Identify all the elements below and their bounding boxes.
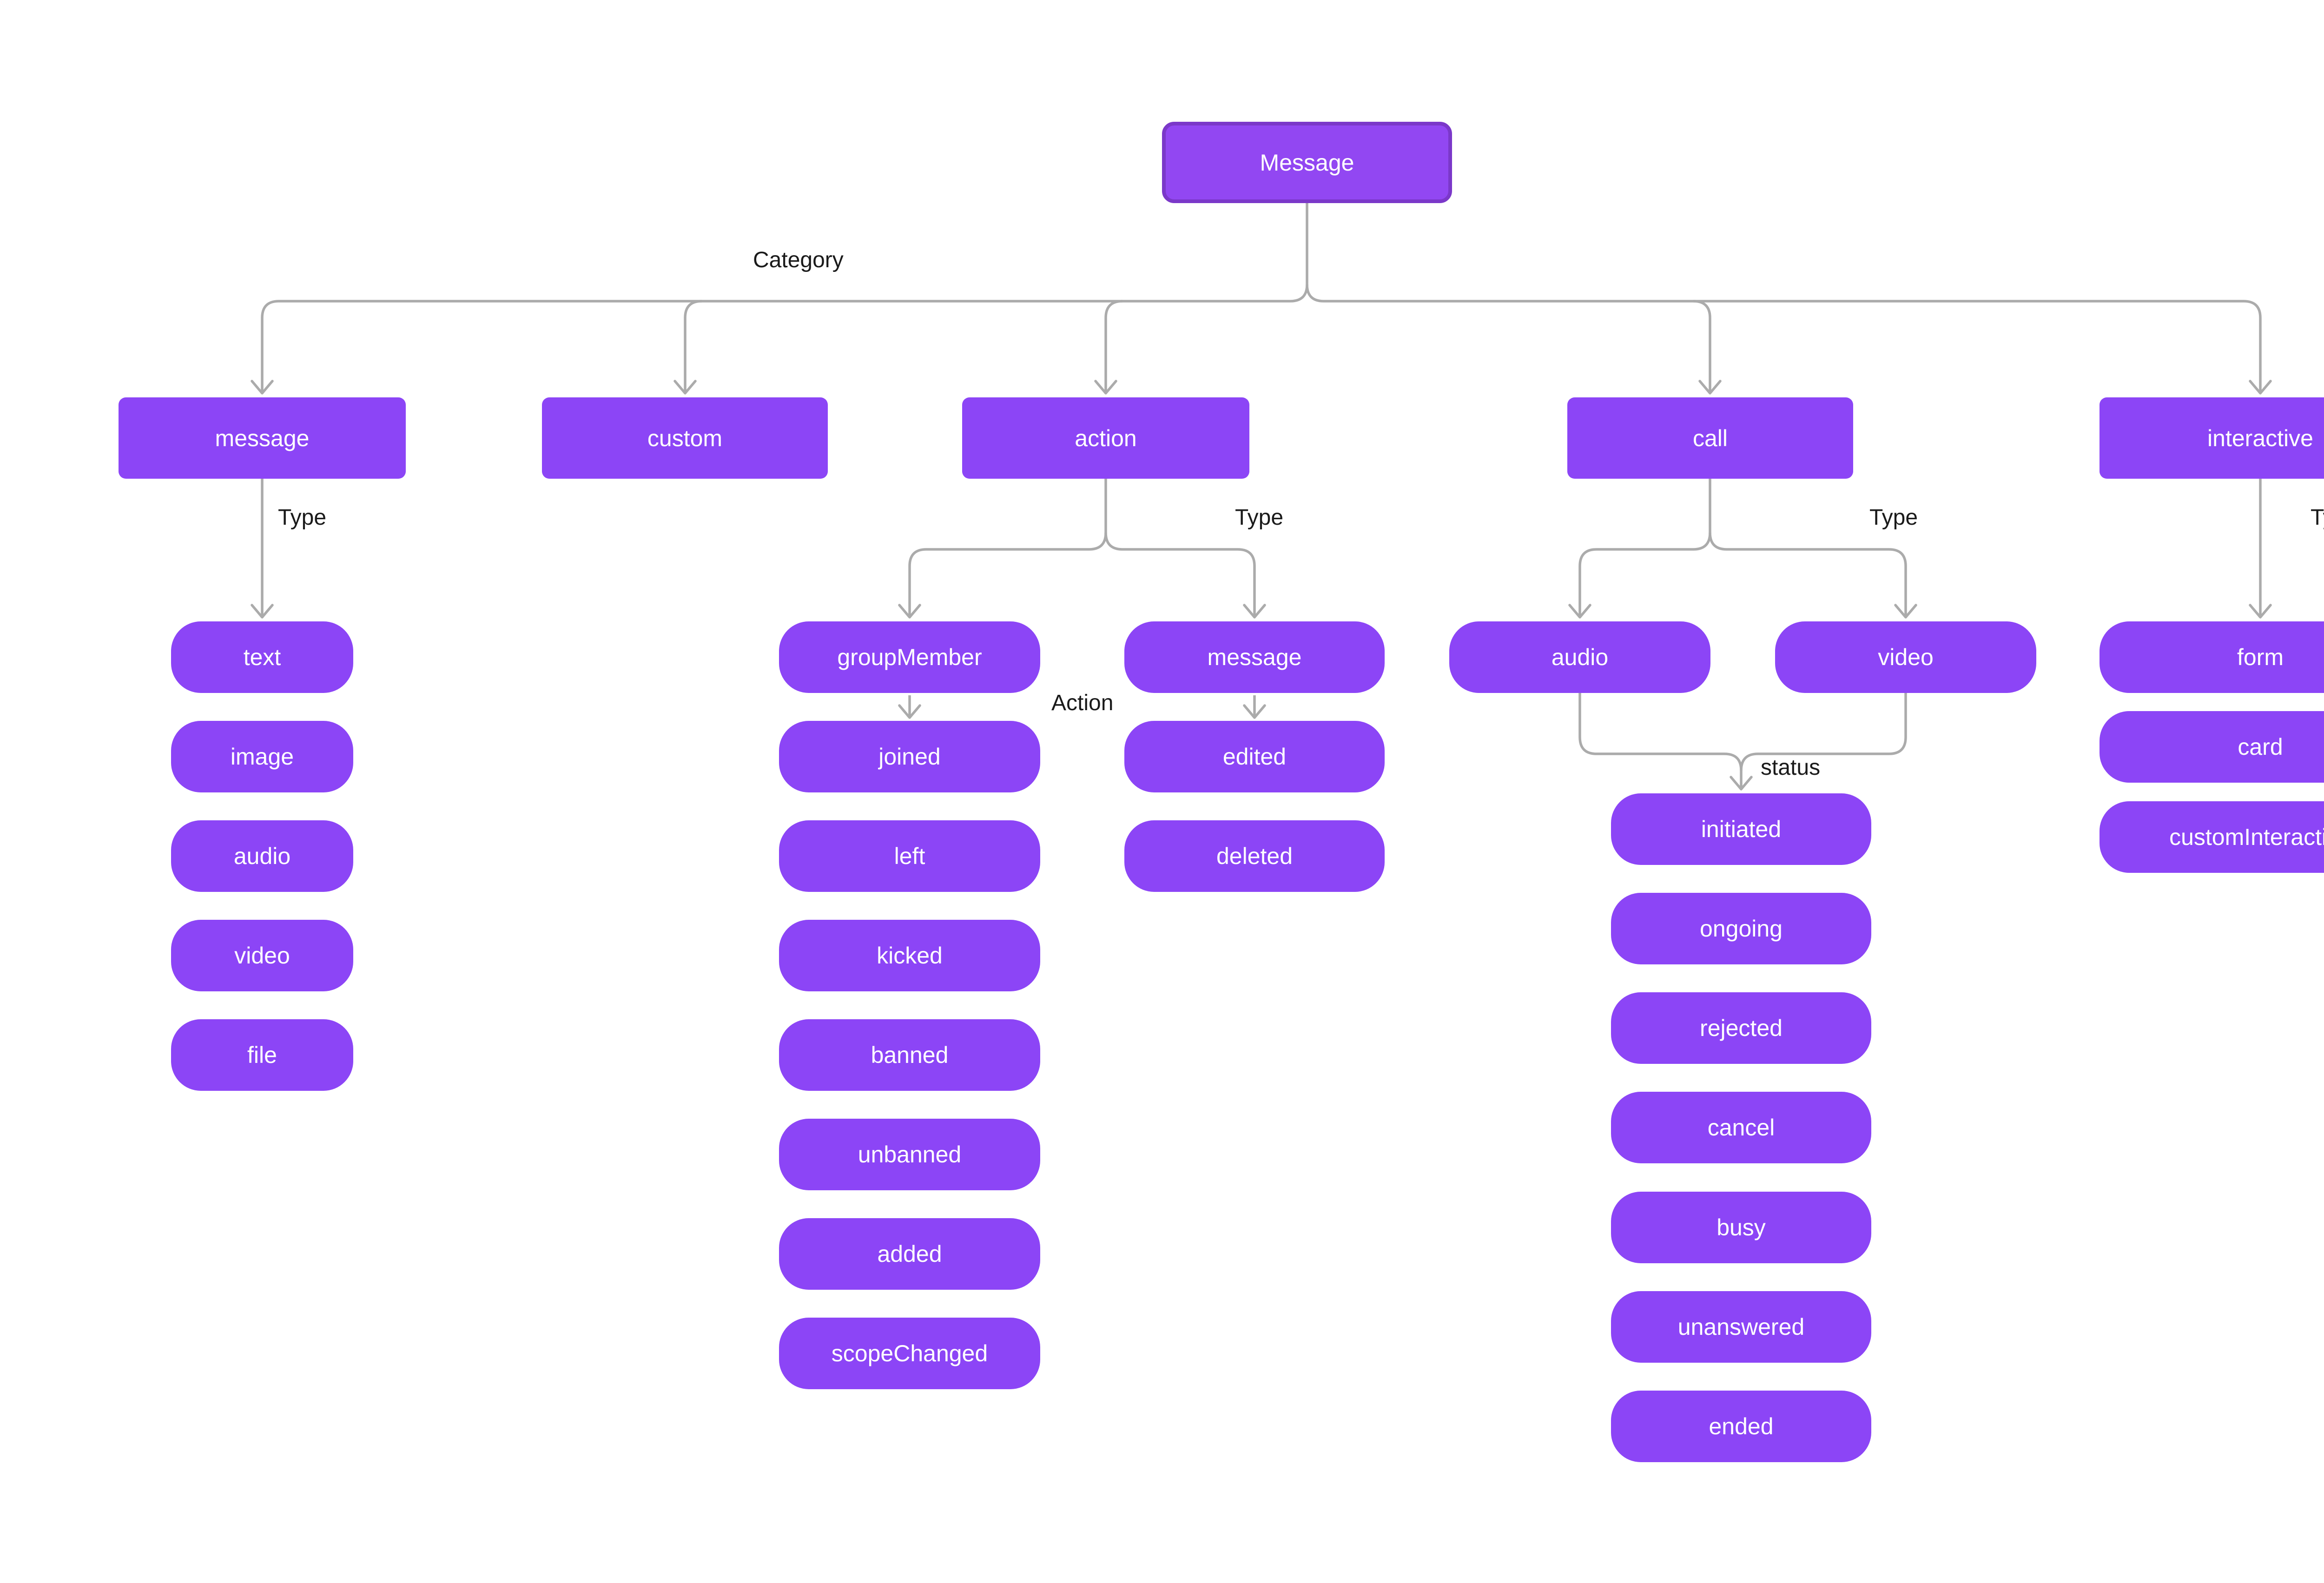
node-message-root[interactable]: Message bbox=[1162, 122, 1452, 203]
edge-label-type-call: Type bbox=[1869, 505, 1918, 530]
node-call-video[interactable]: video bbox=[1775, 621, 2036, 693]
node-cat-interactive[interactable]: interactive bbox=[2100, 397, 2324, 479]
node-cancel[interactable]: cancel bbox=[1611, 1092, 1871, 1163]
node-form[interactable]: form bbox=[2100, 621, 2324, 693]
node-image[interactable]: image bbox=[171, 721, 353, 792]
arrowhead-icon bbox=[251, 380, 274, 395]
arrowhead-icon bbox=[2249, 604, 2272, 619]
node-cat-custom[interactable]: custom bbox=[542, 397, 828, 479]
arrowhead-icon bbox=[2249, 380, 2272, 395]
connector-path bbox=[1693, 300, 1711, 391]
connector-path bbox=[1104, 532, 1256, 615]
node-card[interactable]: card bbox=[2100, 711, 2324, 783]
node-video[interactable]: video bbox=[171, 920, 353, 991]
connector-path bbox=[908, 479, 1107, 615]
node-cat-call[interactable]: call bbox=[1567, 397, 1853, 479]
edge-label-action: Action bbox=[1051, 691, 1114, 715]
edge-label-status: status bbox=[1761, 755, 1821, 780]
connector-path bbox=[684, 300, 702, 391]
node-ended[interactable]: ended bbox=[1611, 1391, 1871, 1462]
arrowhead-icon bbox=[898, 604, 921, 619]
node-audio[interactable]: audio bbox=[171, 820, 353, 892]
arrowhead-icon bbox=[251, 604, 274, 619]
node-cat-action[interactable]: action bbox=[962, 397, 1249, 479]
node-file[interactable]: file bbox=[171, 1019, 353, 1091]
node-busy[interactable]: busy bbox=[1611, 1192, 1871, 1263]
arrowhead-icon bbox=[673, 380, 697, 395]
node-text[interactable]: text bbox=[171, 621, 353, 693]
connector-path bbox=[1578, 693, 1743, 788]
node-left[interactable]: left bbox=[779, 820, 1040, 892]
arrowhead-icon bbox=[1094, 380, 1117, 395]
arrowhead-icon bbox=[1243, 604, 1266, 619]
arrowhead-icon bbox=[1730, 776, 1753, 791]
connector-path bbox=[1306, 284, 2262, 391]
node-ongoing[interactable]: ongoing bbox=[1611, 893, 1871, 964]
edge-label-category: Category bbox=[753, 248, 844, 272]
connector-path bbox=[1104, 300, 1123, 391]
node-customInteractive[interactable]: customInteractive bbox=[2100, 801, 2324, 873]
arrowhead-icon bbox=[898, 704, 921, 719]
node-rejected[interactable]: rejected bbox=[1611, 992, 1871, 1064]
node-deleted[interactable]: deleted bbox=[1124, 820, 1385, 892]
node-scopeChanged[interactable]: scopeChanged bbox=[779, 1318, 1040, 1389]
node-edited[interactable]: edited bbox=[1124, 721, 1385, 792]
node-initiated[interactable]: initiated bbox=[1611, 793, 1871, 865]
arrowhead-icon bbox=[1698, 380, 1722, 395]
node-joined[interactable]: joined bbox=[779, 721, 1040, 792]
edge-label-type-message: Type bbox=[278, 505, 327, 530]
node-call-audio[interactable]: audio bbox=[1449, 621, 1710, 693]
node-banned[interactable]: banned bbox=[779, 1019, 1040, 1091]
arrowhead-icon bbox=[1568, 604, 1591, 619]
node-cat-message[interactable]: message bbox=[119, 397, 406, 479]
arrowhead-icon bbox=[1894, 604, 1917, 619]
connector-path bbox=[1578, 479, 1711, 615]
node-action-message[interactable]: message bbox=[1124, 621, 1385, 693]
edge-label-type-interactive: Type bbox=[2311, 505, 2324, 530]
node-unanswered[interactable]: unanswered bbox=[1611, 1291, 1871, 1363]
connector-path bbox=[1709, 532, 1907, 615]
edge-label-type-action: Type bbox=[1235, 505, 1284, 530]
connector-path bbox=[261, 284, 1308, 391]
node-kicked[interactable]: kicked bbox=[779, 920, 1040, 991]
node-added[interactable]: added bbox=[779, 1218, 1040, 1290]
arrowhead-icon bbox=[1243, 704, 1266, 719]
node-groupMember[interactable]: groupMember bbox=[779, 621, 1040, 693]
node-unbanned[interactable]: unbanned bbox=[779, 1119, 1040, 1190]
connector-path bbox=[1740, 693, 1907, 771]
